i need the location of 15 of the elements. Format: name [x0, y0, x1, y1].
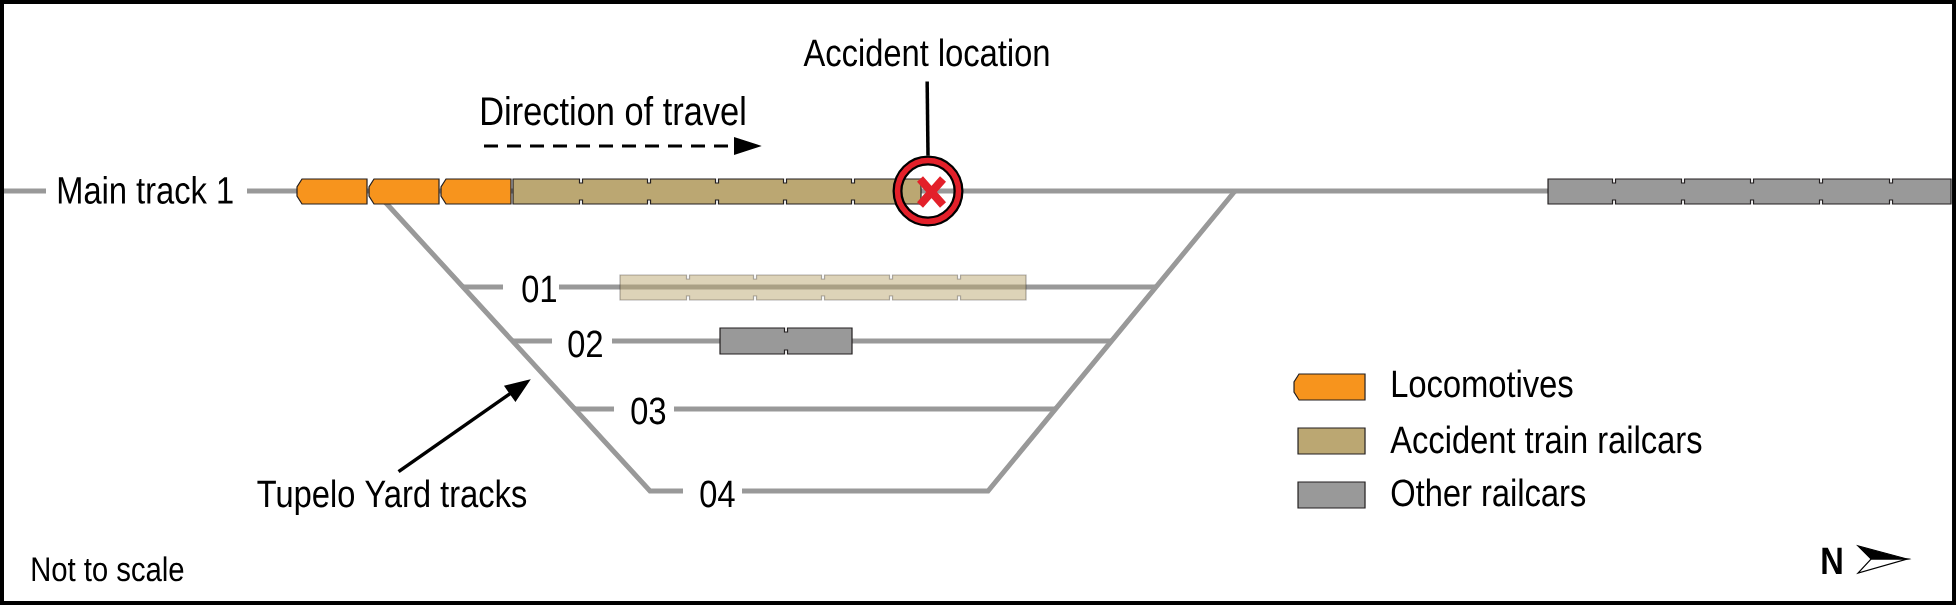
- accident-marker: [892, 155, 964, 227]
- legend-label: Accident train railcars: [1390, 425, 1702, 454]
- track-number: 04: [700, 480, 735, 508]
- callout-label: Accident location: [803, 38, 1049, 67]
- callout-label: Tupelo Yard tracks: [257, 479, 527, 515]
- legend-label: Other railcars: [1391, 478, 1586, 507]
- track-number: 01: [522, 275, 556, 303]
- scale-note: Not to scale: [32, 556, 184, 582]
- leader-line: [925, 81, 930, 156]
- track-number: 03: [631, 397, 666, 425]
- north-label: N: [1822, 547, 1842, 574]
- legend-label: Locomotives: [1392, 369, 1573, 398]
- track-number: 02: [568, 330, 602, 358]
- direction-label: Direction of travel: [482, 96, 745, 126]
- track-label: Main track 1: [58, 175, 233, 204]
